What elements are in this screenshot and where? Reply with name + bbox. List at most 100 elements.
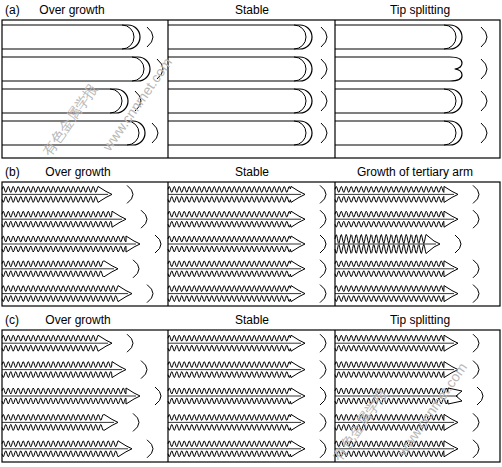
diffusion-field-arc: [320, 334, 326, 352]
dendrite-trunk: [335, 244, 436, 245]
dendrite-outline: [335, 286, 458, 302]
panel-heading: Stable: [233, 3, 271, 17]
diffusion-field-arc: [473, 210, 479, 228]
panel-heading: Over growth: [43, 313, 112, 327]
dendrite-outline: [335, 186, 458, 202]
dendrite-outline: [2, 211, 126, 227]
dendrite-trunk: [335, 268, 454, 269]
previous-tip-arc: [294, 25, 306, 49]
diffusion-field-arc: [127, 185, 133, 203]
dendrite-trunk: [168, 422, 301, 423]
previous-tip-arc: [122, 25, 134, 49]
dendrite-outline: [335, 362, 458, 378]
dendrite-trunk: [168, 448, 301, 449]
diffusion-field-arc: [473, 440, 479, 458]
dendrite-trunk: [168, 219, 301, 220]
diffusion-field-arc: [321, 91, 327, 111]
previous-tip-arc: [294, 89, 306, 113]
dendrite-trunk: [2, 369, 122, 370]
cell-rod: [335, 25, 462, 49]
diffusion-field-arc: [321, 59, 327, 79]
panel-frame: [2, 20, 500, 158]
diffusion-field-arc: [155, 387, 161, 405]
dendrite-trunk: [335, 369, 454, 370]
panel-letter: (a): [3, 3, 22, 17]
dendrite-outline: [168, 236, 305, 252]
dendrite-trunk: [335, 194, 454, 195]
dendrite-outline: [168, 261, 305, 277]
diffusion-field-arc: [152, 123, 158, 143]
diffusion-field-arc: [477, 387, 483, 405]
dendrite-trunk: [2, 244, 136, 245]
diffusion-field-arc: [320, 260, 326, 278]
diffusion-field-arc: [320, 361, 326, 379]
panel-heading: Growth of tertiary arm: [355, 165, 475, 179]
panel-heading: Stable: [233, 313, 271, 327]
previous-tip-arc: [294, 121, 306, 145]
dendrite-outline: [168, 388, 305, 404]
diffusion-field-arc: [473, 285, 479, 303]
diffusion-field-arc: [141, 210, 147, 228]
previous-tip-arc: [132, 57, 144, 81]
dendrite-trunk: [168, 194, 301, 195]
dendrite-outline: [2, 186, 112, 202]
diffusion-field-arc: [320, 440, 326, 458]
dendrite-outline: [168, 362, 305, 378]
dendrite-outline: [2, 236, 140, 252]
diffusion-field-arc: [481, 123, 487, 143]
dendrite-outline: [2, 286, 132, 302]
diffusion-field-arc: [127, 334, 133, 352]
dendrite-trunk: [168, 268, 301, 269]
dendrite-trunk: [335, 343, 454, 344]
diffusion-field-arc: [321, 123, 327, 143]
panel-heading: Stable: [233, 165, 271, 179]
diffusion-field-arc: [321, 27, 327, 47]
dendrite-outline: [335, 261, 458, 277]
panel-letter: (b): [3, 165, 22, 179]
cell-rod: [168, 57, 312, 81]
diffusion-field-arc: [320, 235, 326, 253]
previous-tip-arc: [444, 25, 456, 49]
diffusion-field-arc: [133, 413, 139, 431]
panel-letter: (c): [3, 313, 21, 327]
dendrite-trunk: [168, 396, 301, 397]
dendrite-outline: [2, 414, 118, 430]
cell-rod: [335, 89, 462, 113]
dendrite-trunk: [168, 293, 301, 294]
diffusion-field-arc: [141, 361, 147, 379]
panel-heading: Tip splitting: [388, 313, 452, 327]
dendrite-trunk: [2, 268, 114, 269]
dendrite-trunk: [168, 244, 301, 245]
diffusion-field-arc: [473, 334, 479, 352]
previous-tip-arc: [110, 89, 122, 113]
dendrite-outline: [2, 441, 132, 457]
dendrite-trunk: [2, 343, 108, 344]
dendrite-trunk: [168, 369, 301, 370]
dendrite-trunk: [2, 293, 128, 294]
diffusion-field-arc: [455, 235, 461, 253]
cell-rod: [168, 89, 312, 113]
dendrite-outline: [2, 388, 140, 404]
previous-tip-arc: [444, 89, 456, 113]
diffusion-field-arc: [481, 91, 487, 111]
cell-rod: [2, 57, 150, 81]
dendrite-trunk: [2, 396, 136, 397]
panel-heading: Over growth: [37, 3, 106, 17]
diffusion-field-arc: [473, 260, 479, 278]
panel-frame: [2, 182, 500, 306]
previous-tip-arc: [444, 121, 456, 145]
dendrite-outline: [2, 261, 118, 277]
diffusion-field-arc: [481, 59, 487, 79]
diffusion-field-arc: [320, 387, 326, 405]
diffusion-field-arc: [473, 413, 479, 431]
dendrite-outline: [335, 211, 458, 227]
diffusion-field-arc: [320, 285, 326, 303]
watermark: 有色金属学报: [40, 81, 100, 158]
diffusion-field-arc: [133, 260, 139, 278]
cell-rod: [168, 121, 312, 145]
dendrite-trunk: [2, 219, 122, 220]
cell-rod: [2, 25, 140, 49]
diffusion-field-arc: [320, 185, 326, 203]
dendrite-outline: [168, 335, 305, 351]
